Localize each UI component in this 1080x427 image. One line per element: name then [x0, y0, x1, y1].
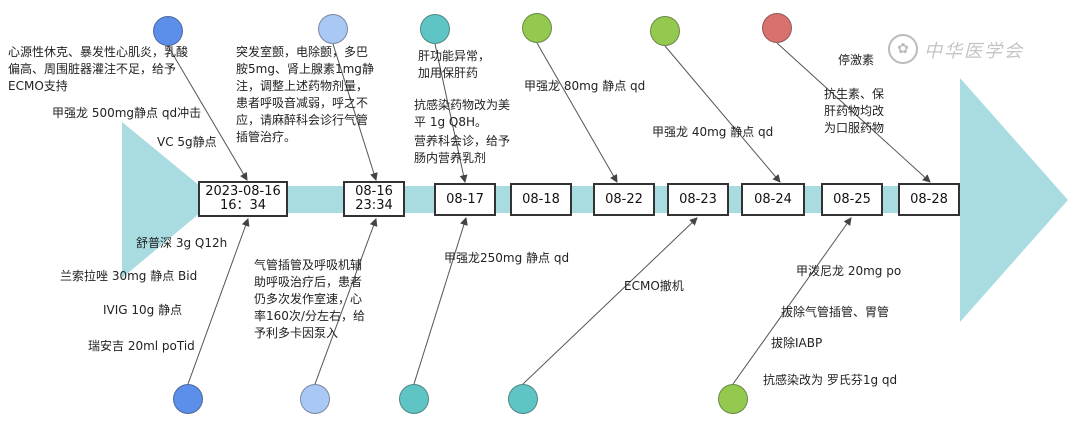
- note-vf-defibrillation: 突发室颤，电除颤，多巴 胺5mg、肾上腺素1mg静 注，调整上述药物剂量， 患者…: [236, 45, 374, 144]
- note-methylpred-500: 甲强龙 500mg静点 qd冲击: [52, 106, 202, 120]
- date-box-0825: 08-25: [821, 183, 883, 216]
- date-box-0823: 08-23: [667, 183, 729, 216]
- note-ceftriaxone: 抗感染改为 罗氏芬1g qd: [763, 373, 898, 387]
- note-nutrition-consult: 营养科会诊，给予 肠内营养乳剂: [414, 134, 511, 165]
- connector-line-11: [732, 217, 852, 385]
- note-methylpred-40: 甲强龙 40mg 静点 qd: [652, 125, 774, 139]
- note-ruianji: 瑞安吉 20ml poTid: [88, 339, 195, 353]
- date-box-0824: 08-24: [741, 183, 805, 216]
- note-antibiotic-meropenem: 抗感染药物改为美 平 1g Q8H。: [414, 98, 511, 129]
- circle-red-top: [762, 13, 792, 43]
- date-box-0816-2334: 08-16 23:34: [343, 181, 405, 217]
- seal-icon: ✿: [888, 34, 918, 64]
- date-box-0818: 08-18: [510, 183, 572, 216]
- connector-line-3: [434, 43, 468, 183]
- note-ivig: IVIG 10g 静点: [103, 303, 183, 317]
- note-extubation: 拔除气管插管、胃管: [781, 305, 890, 319]
- note-remove-iabp: 拔除IABP: [771, 336, 823, 350]
- note-ecmo-wean: ECMO撤机: [624, 279, 684, 293]
- connector-line-5: [664, 45, 781, 183]
- circle-blue-top: [153, 16, 183, 46]
- connector-line-8: [314, 218, 378, 385]
- note-ventilation-lidocaine: 气管插管及呼吸机辅 助呼吸治疗后，患者 仍多次发作室速，心 率160次/分左右，…: [254, 258, 365, 340]
- connector-line-10: [522, 217, 698, 385]
- connector-line-6: [776, 42, 931, 183]
- note-methylpred-250: 甲强龙250mg 静点 qd: [444, 251, 570, 265]
- circle-teal2-bottom: [508, 384, 538, 414]
- connector-line-2: [332, 43, 378, 181]
- note-vc-5g: VC 5g静点: [157, 135, 217, 149]
- note-methylprednisolone-po: 甲泼尼龙 20mg po: [796, 264, 902, 278]
- date-box-0816-1634: 2023-08-16 16：34: [198, 181, 288, 217]
- note-methylpred-80: 甲强龙 80mg 静点 qd: [524, 79, 646, 93]
- date-box-0822: 08-22: [593, 183, 655, 216]
- circle-teal-bottom: [399, 384, 429, 414]
- date-box-0828: 08-28: [898, 183, 960, 216]
- circle-green2-top: [650, 16, 680, 46]
- circle-green-bottom: [718, 384, 748, 414]
- date-box-0817: 08-17: [434, 183, 496, 216]
- circle-lightblue-bottom: [300, 384, 330, 414]
- watermark-text: 中华医学会: [924, 41, 1024, 62]
- circle-lightblue-top: [318, 14, 348, 44]
- circle-teal-top: [420, 14, 450, 44]
- circle-blue-bottom: [173, 384, 203, 414]
- connector-line-7: [187, 218, 250, 385]
- connector-line-9: [413, 217, 468, 385]
- note-sulperazon: 舒普深 3g Q12h: [136, 236, 228, 250]
- note-liver-function: 肝功能异常， 加用保肝药: [418, 49, 491, 80]
- note-lansoprazole: 兰索拉唑 30mg 静点 Bid: [60, 269, 198, 283]
- connector-line-1: [167, 45, 248, 181]
- note-stop-steroids: 停激素: [838, 53, 875, 67]
- circle-green-top: [522, 13, 552, 43]
- note-oral-medications: 抗生素、保 肝药物均改 为口服药物: [824, 87, 885, 135]
- connector-line-4: [536, 42, 618, 183]
- note-cardiogenic-shock: 心源性休克、暴发性心肌炎，乳酸 偏高、周围脏器灌注不足，给予 ECMO支持: [8, 45, 189, 93]
